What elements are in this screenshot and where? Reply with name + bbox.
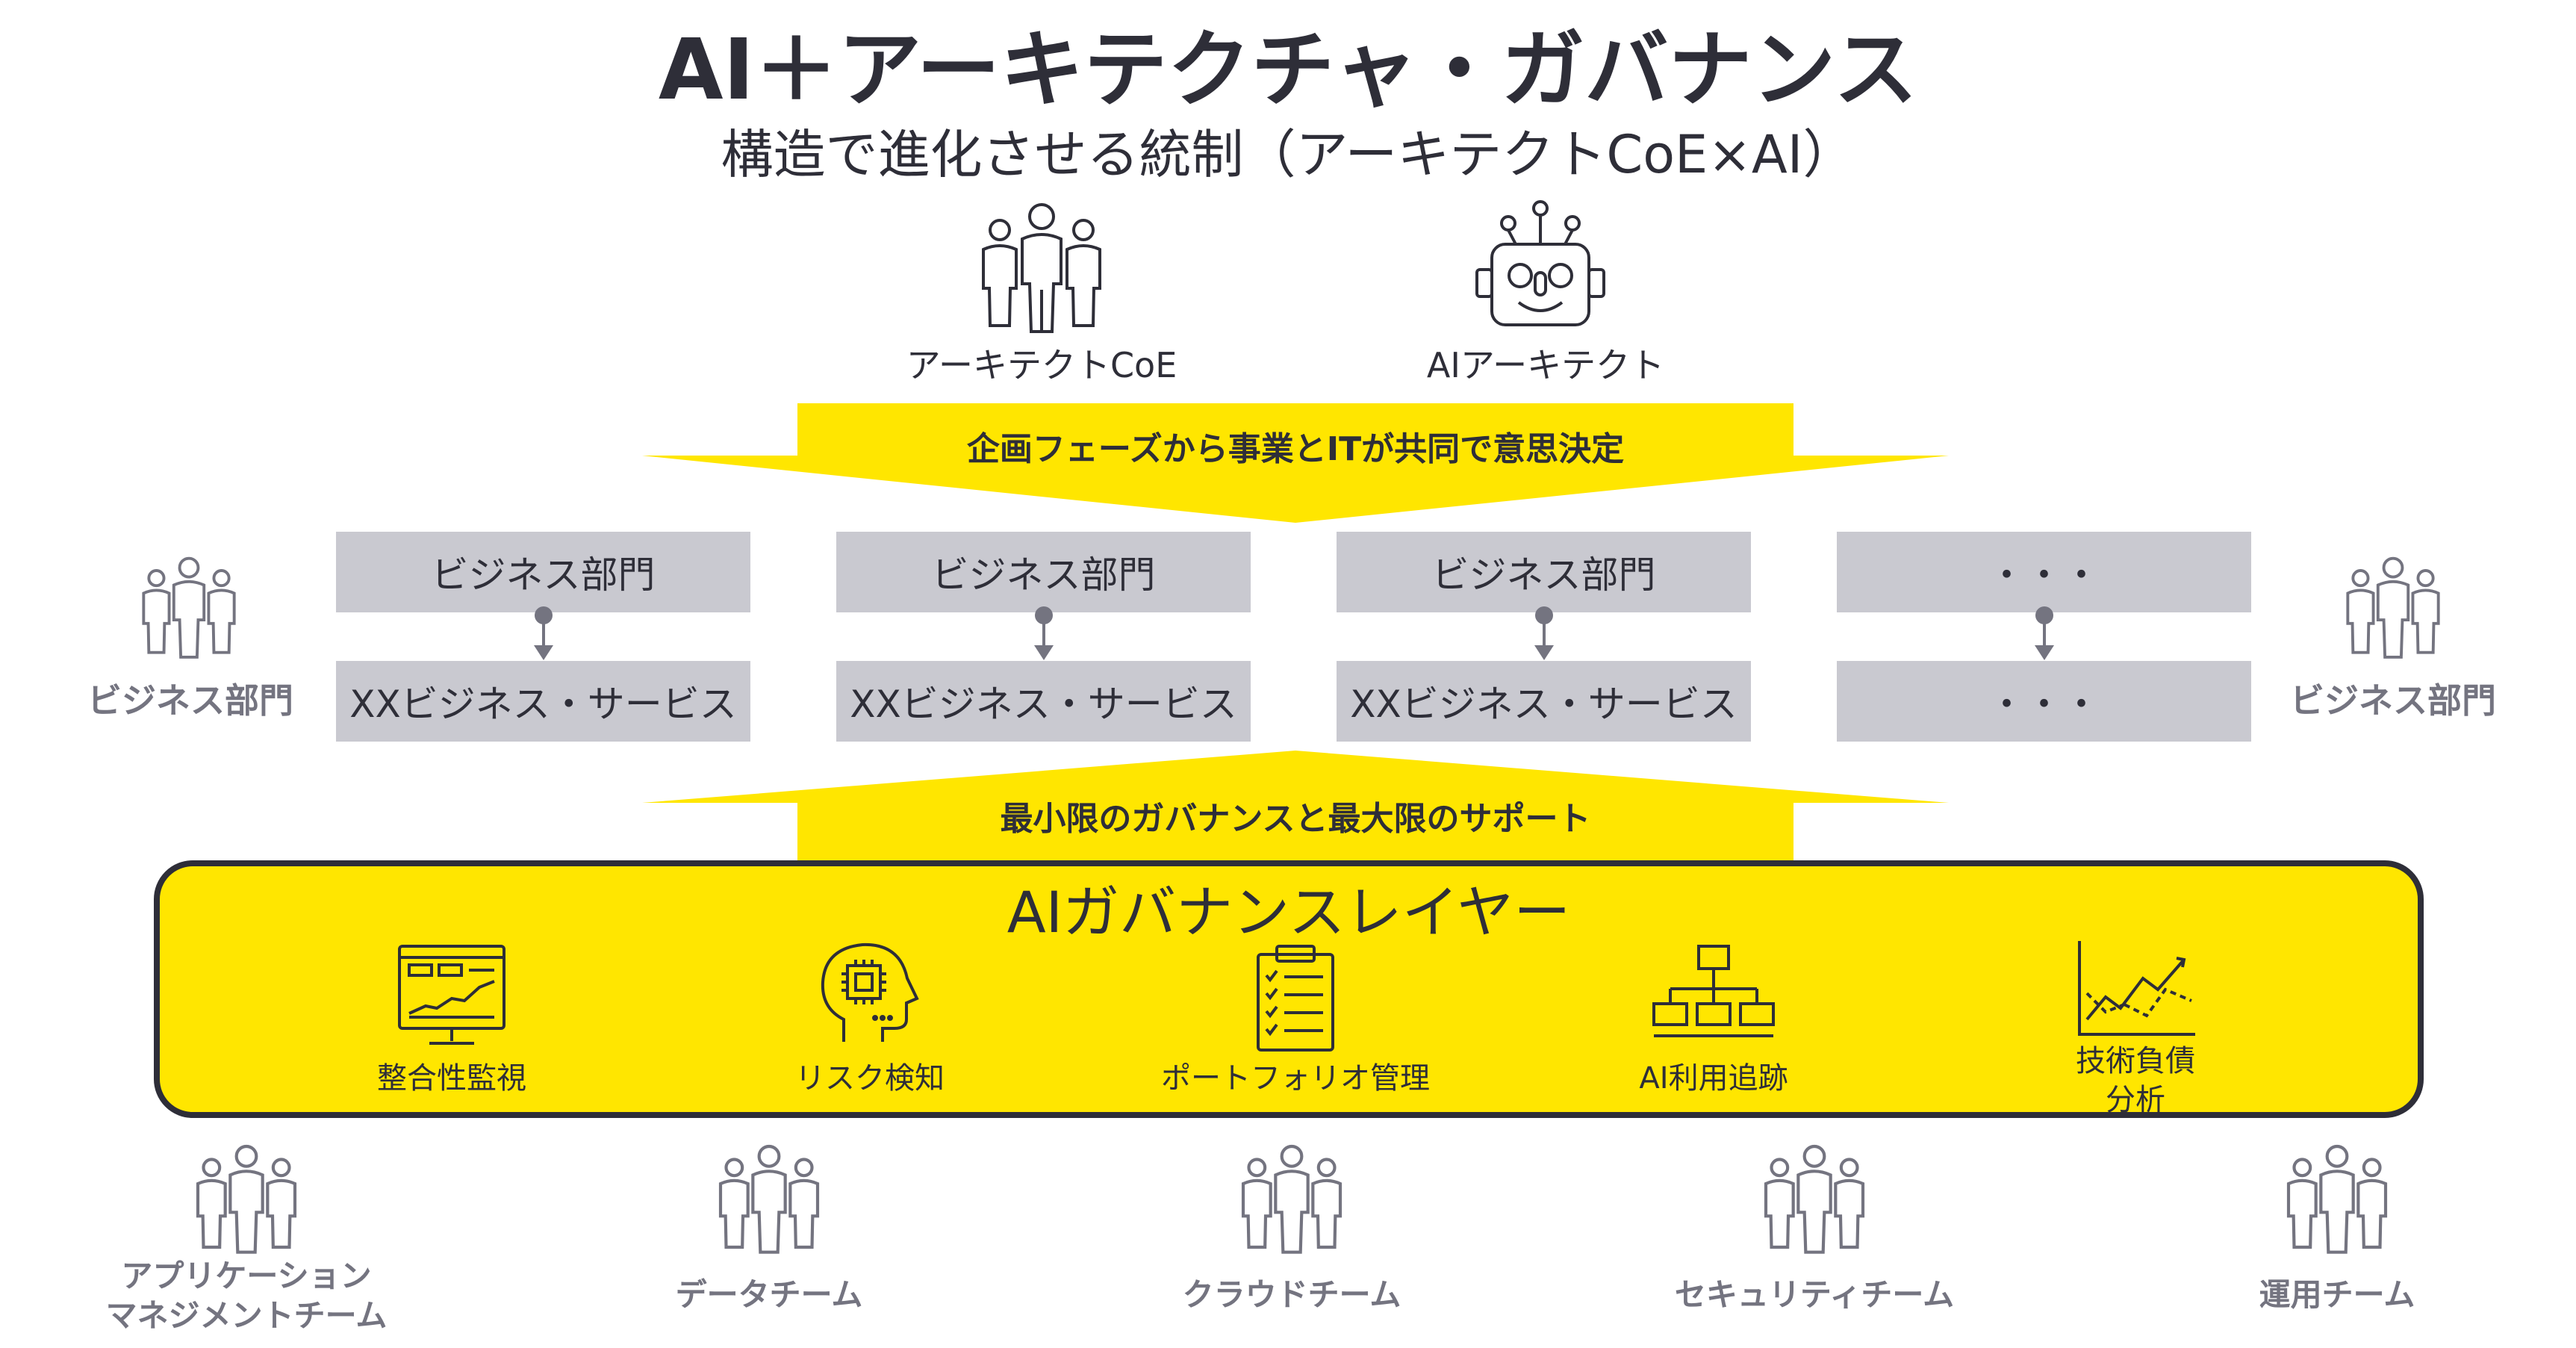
page-title: AI＋アーキテクチャ・ガバナンス: [658, 22, 1918, 119]
right-people-icon: [2346, 556, 2440, 659]
business-service-box: XXビジネス・サービス: [836, 661, 1251, 742]
head-chip-icon: [821, 942, 919, 1042]
business-dept-box: ・・・: [1837, 532, 2251, 612]
team-people-icon: [196, 1144, 297, 1254]
team-people-icon: [1241, 1144, 1343, 1254]
monitor-chart-icon: [398, 945, 505, 1045]
business-service-box: ・・・: [1837, 661, 2251, 742]
team-label: クラウドチーム: [1182, 1276, 1401, 1313]
people-group-icon: [982, 203, 1101, 333]
team-people-icon: [718, 1144, 820, 1254]
ai-architect-label: AIアーキテクト: [1426, 345, 1665, 385]
team-label: データチーム: [675, 1276, 863, 1313]
business-dept-box: ビジネス部門: [1337, 532, 1751, 612]
connector-arrow: [534, 606, 553, 662]
team-label: 運用チーム: [2259, 1276, 2415, 1313]
connector-arrow: [1034, 606, 1054, 662]
team-people-icon: [1764, 1144, 1865, 1254]
capability-label: 整合性監視: [377, 1061, 526, 1096]
ai-governance-layer: [154, 860, 2424, 1118]
business-dept-box: ビジネス部門: [336, 532, 750, 612]
right-side-label: ビジネス部門: [2290, 680, 2496, 721]
line-chart-icon: [2078, 941, 2195, 1036]
page-subtitle: 構造で進化させる統制（アーキテクトCoE×AI）: [721, 124, 1855, 185]
business-dept-box: ビジネス部門: [836, 532, 1251, 612]
hierarchy-tree-icon: [1652, 945, 1775, 1037]
clipboard-checklist-icon: [1257, 945, 1334, 1052]
coe-label: アーキテクトCoE: [906, 345, 1177, 385]
business-service-box: XXビジネス・サービス: [336, 661, 750, 742]
bottom-band-text: 最小限のガバナンスと最大限のサポート: [1000, 800, 1591, 838]
capability-label: リスク検知: [795, 1061, 945, 1096]
capability-label: AI利用追跡: [1639, 1061, 1788, 1096]
capability-label: 技術負債 分析: [2076, 1044, 2195, 1117]
connector-arrow: [2035, 606, 2054, 662]
team-people-icon: [2286, 1144, 2388, 1254]
bottom-support-band: 最小限のガバナンスと最大限のサポート: [642, 751, 1949, 863]
robot-icon: [1475, 200, 1605, 326]
business-service-box: XXビジネス・サービス: [1337, 661, 1751, 742]
connector-arrow: [1534, 606, 1554, 662]
left-side-label: ビジネス部門: [87, 680, 293, 721]
top-decision-band: 企画フェーズから事業とITが共同で意思決定: [642, 403, 1949, 523]
left-people-icon: [142, 556, 236, 659]
ai-layer-title: AIガバナンスレイヤー: [1007, 879, 1571, 945]
team-label: セキュリティチーム: [1674, 1276, 1955, 1313]
capability-label: ポートフォリオ管理: [1161, 1061, 1430, 1096]
team-label: アプリケーション マネジメントチーム: [105, 1258, 388, 1334]
top-band-text: 企画フェーズから事業とITが共同で意思決定: [966, 430, 1625, 468]
